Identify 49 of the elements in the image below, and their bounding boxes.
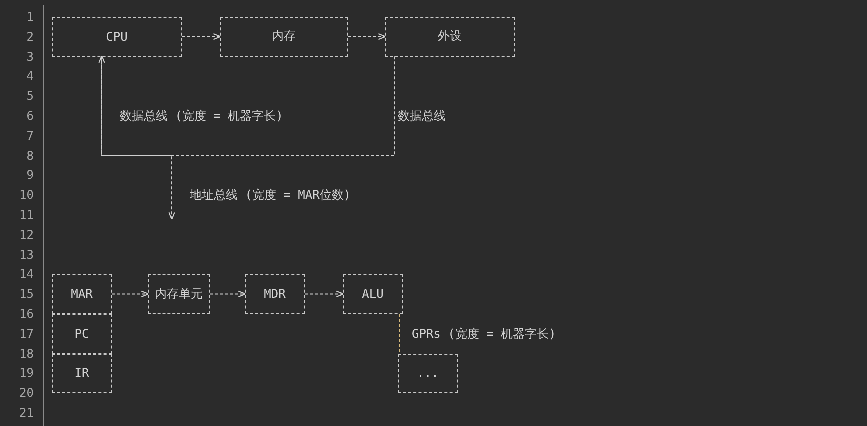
- box-label: CPU: [106, 30, 128, 44]
- line-number: 8: [26, 148, 34, 163]
- line-number: 3: [26, 50, 34, 64]
- line-number: 17: [18, 326, 34, 341]
- line-number: 19: [18, 366, 34, 380]
- box-label: 内存: [272, 28, 296, 46]
- line-number: 12: [18, 228, 34, 242]
- arrow: [102, 56, 176, 220]
- arrow: [304, 290, 344, 298]
- line-number: 7: [26, 128, 34, 143]
- line-number: 13: [18, 248, 34, 262]
- process-box: [343, 274, 403, 314]
- process-box: [52, 314, 112, 354]
- box-label: MDR: [264, 287, 286, 302]
- line-number: 21: [18, 406, 34, 420]
- box-label: PC: [74, 326, 90, 341]
- process-box: [398, 354, 458, 394]
- line-number: 10: [18, 188, 34, 202]
- line-number: 2: [26, 30, 34, 44]
- box-label: IR: [74, 366, 90, 380]
- process-box: [245, 274, 305, 314]
- line-number: 5: [26, 89, 34, 104]
- arrow: [98, 55, 396, 156]
- line-number: 4: [26, 69, 34, 84]
- bus-label: 数据总线: [398, 109, 446, 123]
- process-box: [52, 354, 112, 394]
- arrow: [210, 290, 246, 298]
- box-label: 内存单元: [155, 286, 203, 303]
- box-label: ...: [417, 366, 439, 380]
- line-number: 18: [18, 346, 34, 361]
- line-number: 11: [18, 208, 34, 222]
- box-label: ALU: [362, 287, 384, 302]
- line-number: 16: [18, 307, 34, 321]
- process-box: [220, 17, 348, 57]
- arrow: [348, 33, 386, 40]
- process-box: [148, 274, 210, 314]
- arrow: [182, 33, 222, 40]
- line-number: 9: [26, 168, 34, 182]
- line-number: 6: [26, 109, 34, 123]
- line-number: 20: [18, 386, 34, 400]
- arrow: [112, 290, 150, 298]
- process-box: [385, 17, 515, 57]
- line-number: 15: [18, 287, 34, 302]
- box-label: 外设: [438, 28, 462, 46]
- line-number: 1: [26, 10, 34, 24]
- line-number: 14: [18, 267, 34, 282]
- process-box: [52, 17, 182, 57]
- box-label: MAR: [71, 287, 93, 302]
- process-box: [52, 274, 112, 314]
